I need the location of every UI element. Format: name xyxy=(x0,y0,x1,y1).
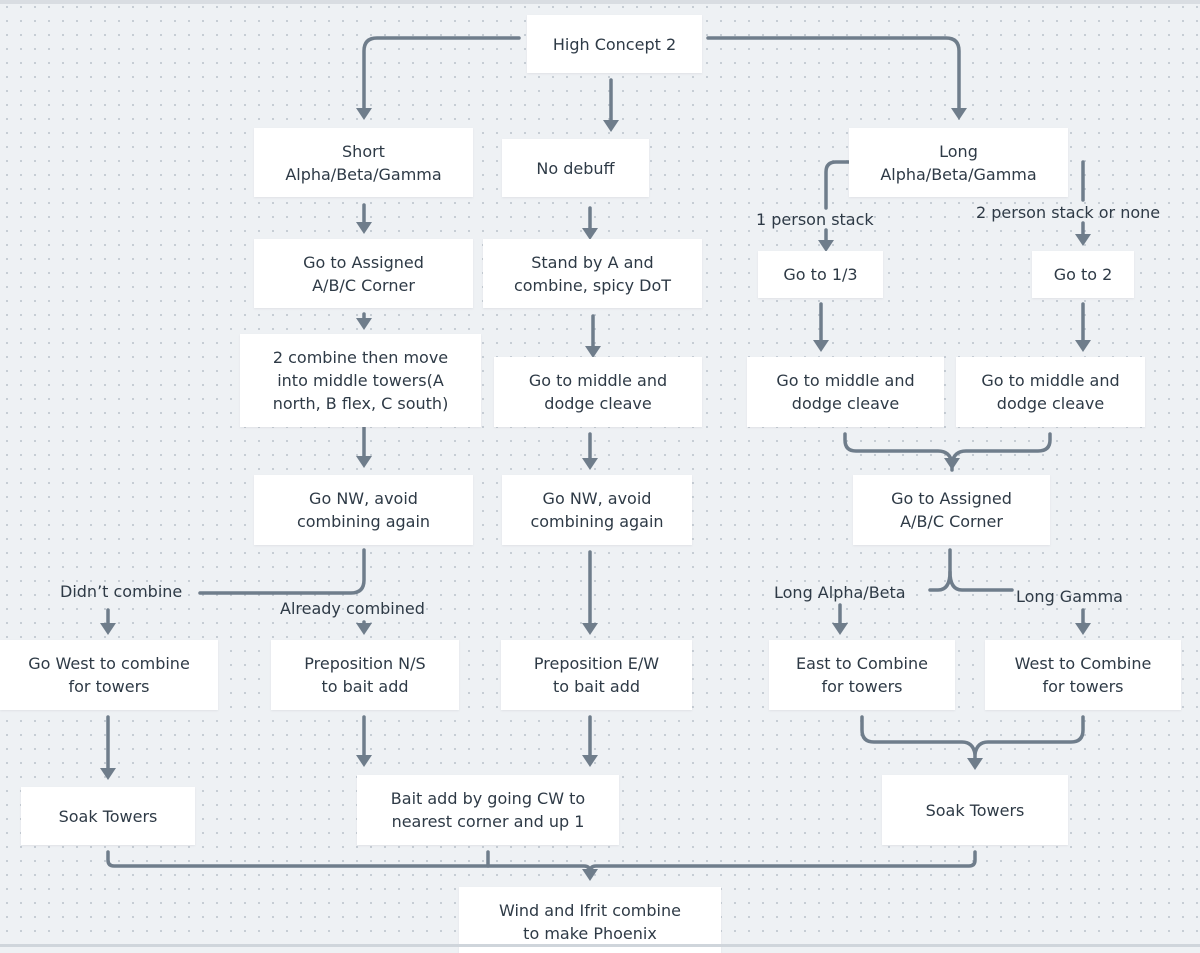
canvas-bottom-border xyxy=(0,944,1200,947)
connector xyxy=(198,548,366,595)
node-go-nw-avoid-1[interactable]: Go NW, avoid combining again xyxy=(254,475,473,545)
arrowhead xyxy=(356,623,372,635)
label-long-gamma: Long Gamma xyxy=(1016,587,1123,606)
node-preposition-ew[interactable]: Preposition E/W to bait add xyxy=(501,640,692,710)
arrowhead xyxy=(951,108,967,120)
arrowhead xyxy=(100,623,116,635)
connector xyxy=(928,548,952,592)
label-one-person-stack: 1 person stack xyxy=(756,210,874,229)
canvas-top-border xyxy=(0,0,1200,4)
node-go-to-2[interactable]: Go to 2 xyxy=(1032,251,1134,298)
arrowhead xyxy=(356,456,372,468)
node-wind-ifrit-combine[interactable]: Wind and Ifrit combine to make Phoenix xyxy=(459,887,721,953)
arrowhead xyxy=(813,340,829,352)
node-soak-towers-right[interactable]: Soak Towers xyxy=(882,775,1068,845)
arrowhead xyxy=(582,869,598,881)
connector xyxy=(362,36,521,112)
arrowhead xyxy=(582,458,598,470)
arrowhead xyxy=(1075,234,1091,246)
arrowhead xyxy=(944,458,960,470)
node-preposition-ns[interactable]: Preposition N/S to bait add xyxy=(271,640,459,710)
connector xyxy=(948,570,1014,592)
arrowhead xyxy=(100,768,116,780)
label-long-alpha-beta: Long Alpha/Beta xyxy=(774,583,906,602)
arrowhead xyxy=(582,623,598,635)
arrowhead xyxy=(603,120,619,132)
node-go-to-middle-dodge-3[interactable]: Go to middle and dodge cleave xyxy=(956,357,1145,427)
label-already-combined: Already combined xyxy=(280,599,425,618)
node-bait-add[interactable]: Bait add by going CW to nearest corner a… xyxy=(357,775,619,845)
node-soak-towers-left[interactable]: Soak Towers xyxy=(21,787,195,845)
arrowhead xyxy=(1075,340,1091,352)
connector xyxy=(860,715,1085,756)
node-go-to-middle-dodge-1[interactable]: Go to middle and dodge cleave xyxy=(494,357,702,427)
node-stand-by-a[interactable]: Stand by A and combine, spicy DoT xyxy=(483,239,702,308)
node-west-to-combine[interactable]: West to Combine for towers xyxy=(985,640,1181,710)
arrowhead xyxy=(356,318,372,330)
node-no-debuff[interactable]: No debuff xyxy=(502,139,649,197)
node-go-to-middle-dodge-2[interactable]: Go to middle and dodge cleave xyxy=(747,357,944,427)
arrowheads xyxy=(100,108,1091,881)
arrowhead xyxy=(832,623,848,635)
node-high-concept[interactable]: High Concept 2 xyxy=(527,15,702,73)
arrowhead xyxy=(582,228,598,240)
arrowhead xyxy=(1075,623,1091,635)
connector xyxy=(706,36,961,112)
node-two-combine-middle-towers[interactable]: 2 combine then move into middle towers(A… xyxy=(240,334,481,427)
arrowhead xyxy=(585,346,601,358)
label-two-person-stack: 2 person stack or none xyxy=(976,203,1161,222)
arrowhead xyxy=(356,222,372,234)
arrowhead xyxy=(967,758,983,770)
connector xyxy=(824,160,852,210)
node-go-to-assigned-corner-short[interactable]: Go to Assigned A/B/C Corner xyxy=(254,239,473,308)
node-long-alpha-beta-gamma[interactable]: Long Alpha/Beta/Gamma xyxy=(849,128,1068,197)
arrowhead xyxy=(356,108,372,120)
node-go-to-1-3[interactable]: Go to 1/3 xyxy=(758,251,883,298)
connector xyxy=(106,850,977,874)
label-didnt-combine: Didn’t combine xyxy=(60,582,183,601)
node-east-to-combine[interactable]: East to Combine for towers xyxy=(769,640,955,710)
node-short-alpha-beta-gamma[interactable]: Short Alpha/Beta/Gamma xyxy=(254,128,473,197)
arrowhead xyxy=(818,240,834,252)
node-go-to-assigned-corner-long[interactable]: Go to Assigned A/B/C Corner xyxy=(853,475,1050,545)
arrowhead xyxy=(356,755,372,767)
node-go-west-to-combine[interactable]: Go West to combine for towers xyxy=(0,640,218,710)
node-go-nw-avoid-2[interactable]: Go NW, avoid combining again xyxy=(502,475,692,545)
arrowhead xyxy=(582,755,598,767)
